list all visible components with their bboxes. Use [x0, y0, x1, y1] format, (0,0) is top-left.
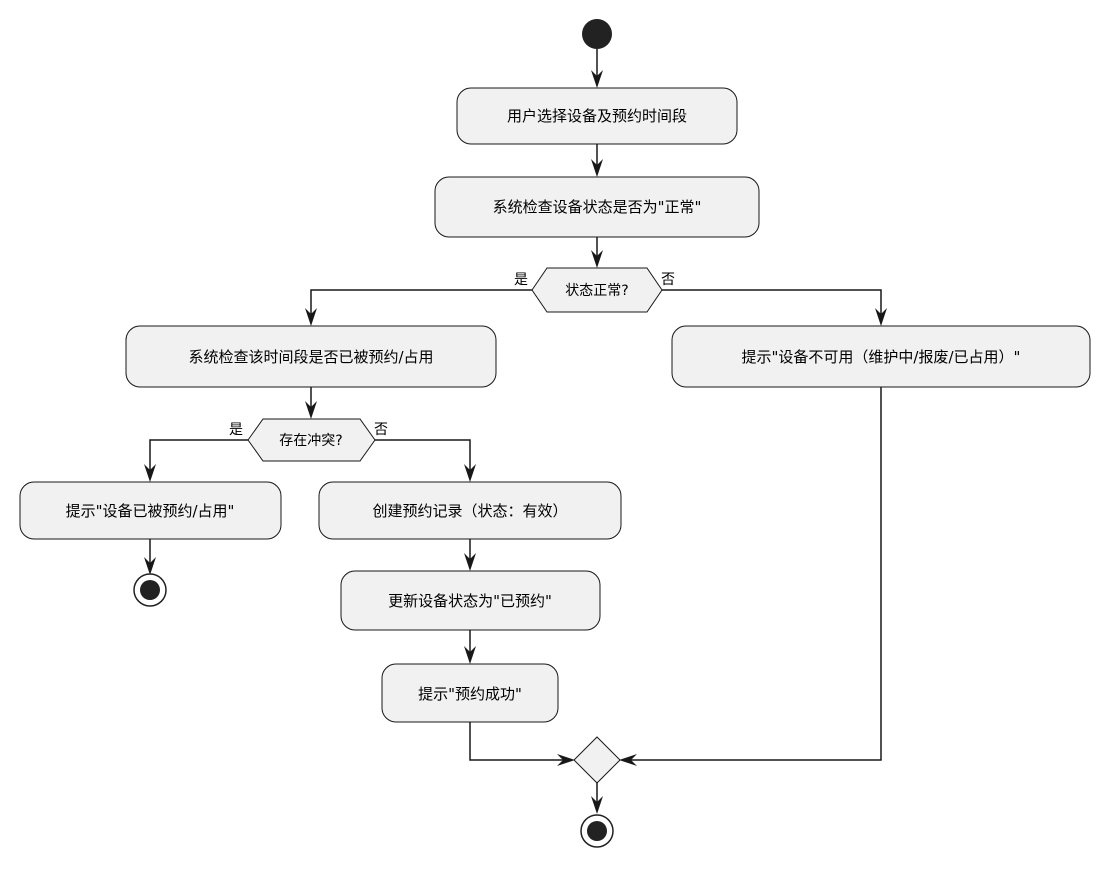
- action-conflict-msg: 提示"设备已被预约/占用": [19, 481, 282, 540]
- arrowhead-status-decision: [591, 250, 603, 268]
- branch-label-status-yes: 是: [514, 272, 528, 288]
- arrowhead-success: [464, 646, 476, 664]
- action-conflict-msg-text: 提示"设备已被预约/占用": [66, 502, 235, 520]
- decision-conflict: 存在冲突?: [247, 418, 376, 462]
- edge-status-yes: [310, 289, 532, 322]
- arrowhead-conflict-decision: [305, 401, 317, 419]
- decision-status: 状态正常?: [531, 267, 663, 313]
- merge-node: [573, 736, 621, 784]
- arrowhead-end-final: [591, 796, 603, 814]
- action-check-time: 系统检查该时间段是否已被预约/占用: [125, 325, 497, 388]
- end-node-conflict: [133, 573, 167, 607]
- action-update-text: 更新设备状态为"已预约": [388, 592, 552, 610]
- edge-conflict-yes: [149, 439, 248, 478]
- arrowhead-update: [464, 553, 476, 571]
- edge-unavailable-merge: [623, 387, 882, 761]
- edge-status-no: [662, 289, 882, 322]
- decision-conflict-text: 存在冲突?: [279, 433, 342, 449]
- start-node: [582, 19, 612, 49]
- arrowheads: [144, 70, 887, 814]
- action-unavailable: 提示"设备不可用（维护中/报废/已占用）": [671, 325, 1091, 388]
- action-create: 创建预约记录（状态：有效）: [318, 481, 622, 540]
- action-select: 用户选择设备及预约时间段: [456, 87, 738, 145]
- edge-success-merge: [469, 722, 571, 761]
- action-update: 更新设备状态为"已预约": [340, 570, 601, 631]
- arrowhead-check-status: [591, 159, 603, 177]
- arrowhead-merge-right: [619, 754, 637, 766]
- arrowhead-conflict-msg: [144, 464, 156, 482]
- decision-status-text: 状态正常?: [565, 283, 628, 299]
- arrowhead-check-time: [305, 308, 317, 326]
- action-success: 提示"预约成功": [381, 663, 559, 723]
- branch-label-conflict-no: 否: [374, 422, 388, 438]
- action-check-status: 系统检查设备状态是否为"正常": [434, 176, 760, 238]
- arrowhead-select: [591, 70, 603, 88]
- arrowhead-unavailable: [875, 308, 887, 326]
- branch-label-status-no: 否: [661, 272, 675, 288]
- action-check-status-text: 系统检查设备状态是否为"正常": [493, 198, 702, 216]
- action-create-text: 创建预约记录（状态：有效）: [372, 502, 567, 520]
- arrowhead-merge-left: [557, 754, 575, 766]
- end-node-final: [580, 814, 614, 848]
- action-check-time-text: 系统检查该时间段是否已被预约/占用: [188, 348, 433, 366]
- action-success-text: 提示"预约成功": [418, 685, 522, 703]
- branch-label-conflict-yes: 是: [229, 422, 243, 438]
- action-select-text: 用户选择设备及预约时间段: [507, 107, 687, 125]
- action-unavailable-text: 提示"设备不可用（维护中/报废/已占用）": [742, 348, 1021, 366]
- arrowhead-end-left: [144, 557, 156, 575]
- arrowhead-create: [464, 464, 476, 482]
- edge-conflict-no: [375, 439, 471, 478]
